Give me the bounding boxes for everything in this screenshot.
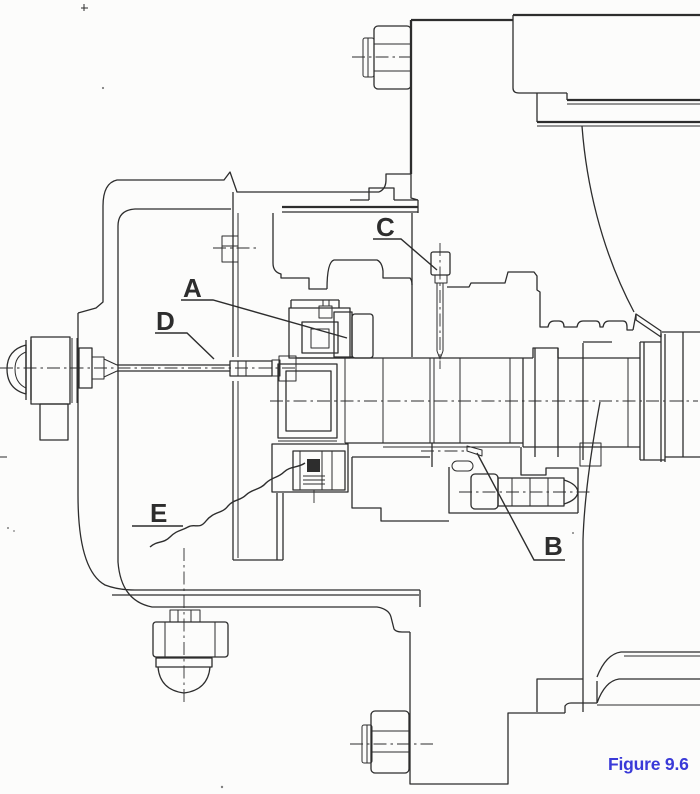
bottom-nut <box>350 710 433 774</box>
label-C: C <box>373 212 438 271</box>
top-bolt <box>352 25 415 90</box>
wire-lead <box>149 462 306 548</box>
label-c-text: C <box>376 212 395 242</box>
label-B: B <box>476 452 565 561</box>
label-A: A <box>181 273 348 339</box>
scan-specks <box>0 4 574 789</box>
push-rod-d <box>0 336 296 441</box>
figure-caption: Figure 9.6 <box>608 754 689 774</box>
label-D: D <box>155 306 215 360</box>
label-e-text: E <box>150 498 167 528</box>
label-b-text: B <box>544 531 563 561</box>
inner-casing <box>213 174 419 357</box>
lower-bearing-e <box>149 443 349 548</box>
label-a-text: A <box>183 273 202 303</box>
drain-plug <box>152 548 229 704</box>
bearing-assembly-a <box>288 299 374 359</box>
sensor-plug-b <box>351 442 602 522</box>
label-E: E <box>132 498 183 528</box>
main-shaft <box>270 334 698 462</box>
right-casing <box>447 13 700 712</box>
left-housing <box>77 18 598 785</box>
label-d-text: D <box>156 306 175 336</box>
detent-pin-c <box>430 243 451 369</box>
